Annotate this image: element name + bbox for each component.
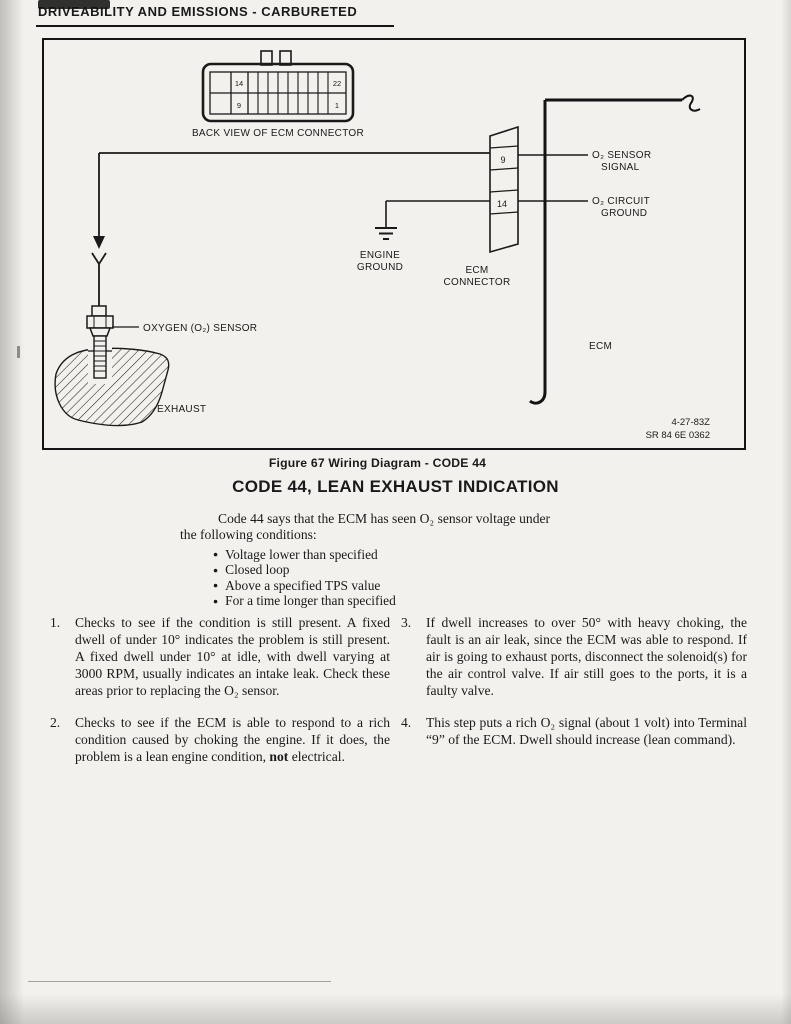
engine-ground-label-1: ENGINE [360,250,400,261]
step-number: 4. [401,715,412,730]
scan-artifact-line [28,981,331,982]
wiring-diagram-box: 14 22 9 1 BACK VIEW OF ECM CONNECTOR [42,38,746,450]
step-text: This step puts a rich O₂ signal (about 1… [426,715,747,747]
o2-signal-label-2: SIGNAL [601,162,640,173]
figure-doc-number: SR 84 6E 0362 [646,430,710,441]
intro-paragraph: Code 44 says that the ECM has seen O₂ se… [180,511,580,609]
figure-caption: Figure 67 Wiring Diagram - CODE 44 [268,456,487,470]
condition-item: Above a specified TPS value [213,578,580,594]
condition-item: Voltage lower than specified [213,547,580,563]
ecm-label: ECM [589,341,612,352]
signal-wire [91,152,490,306]
section-title: CODE 44, LEAN EXHAUST INDICATION [232,477,559,496]
pin-9-label: 9 [237,101,241,110]
intro-text-line2: the following conditions: [180,527,317,543]
page-header: DRIVEABILITY AND EMISSIONS - CARBURETED [38,2,758,26]
step-3: 3. If dwell increases to over 50° with h… [401,614,747,699]
leader-lines [385,154,588,228]
back-view-label: BACK VIEW OF ECM CONNECTOR [192,128,364,139]
scan-edge-left [0,0,24,1024]
wire-arrow-icon [93,236,105,249]
scan-edge-bottom [0,994,791,1024]
pin-22-label: 22 [333,79,341,88]
step-number: 2. [50,715,61,730]
engine-ground-label-2: GROUND [357,262,403,273]
o2-ground-label-2: GROUND [601,208,647,219]
oxygen-sensor-label: OXYGEN (O₂) SENSOR [143,323,257,334]
strip-pin-9: 9 [500,155,505,165]
column-left: 1. Checks to see if the condition is sti… [50,614,390,780]
scan-artifact-tick [17,346,20,358]
ecm-connector-label-2: CONNECTOR [444,277,511,288]
exhaust-label: EXHAUST [157,404,206,415]
pin-14-label: 14 [235,79,243,88]
step-number: 3. [401,615,412,630]
pin-1-label: 1 [335,101,339,110]
strip-dividers [489,145,519,215]
intro-text-line1: Code 44 says that the ECM has seen O₂ se… [218,511,551,526]
o2-ground-label-1: O₂ CIRCUIT [592,196,650,207]
step-text: Checks to see if the condition is still … [75,615,390,698]
scan-edge-right [781,0,791,1024]
step-1: 1. Checks to see if the condition is sti… [50,614,390,699]
strip-pin-14: 14 [497,199,507,209]
column-right: 3. If dwell increases to over 50° with h… [401,614,747,780]
o2-signal-label-1: O₂ SENSOR [592,150,651,161]
ecm-connector-back-view [201,50,355,123]
header-rule [36,25,394,27]
step-2: 2. Checks to see if the ECM is able to r… [50,714,390,765]
step-text-post: electrical. [288,749,345,764]
scan-smudge [38,0,110,9]
figure-ref-number: 4-27-83Z [671,417,710,428]
ecm-connector-strip [489,125,519,254]
step-text-pre: Checks to see if the ECM is able to resp… [75,715,390,764]
step-columns: 1. Checks to see if the condition is sti… [50,614,747,780]
condition-item: For a time longer than specified [213,593,580,609]
oxygen-sensor-drawing [86,305,114,379]
condition-item: Closed loop [213,562,580,578]
step-4: 4. This step puts a rich O₂ signal (abou… [401,714,747,748]
step-text: If dwell increases to over 50° with heav… [426,615,747,698]
ecm-connector-label-1: ECM [465,265,488,276]
step-text: Checks to see if the ECM is able to resp… [75,714,390,765]
step-text-bold: not [269,749,289,764]
condition-list: Voltage lower than specified Closed loop… [213,547,580,610]
wiring-diagram: 14 22 9 1 BACK VIEW OF ECM CONNECTOR [54,50,710,441]
step-number: 1. [50,615,61,630]
ground-symbol-icon [375,227,397,240]
page-header-title: DRIVEABILITY AND EMISSIONS - CARBURETED [38,4,358,19]
ecm-boundary-lines [529,94,701,405]
